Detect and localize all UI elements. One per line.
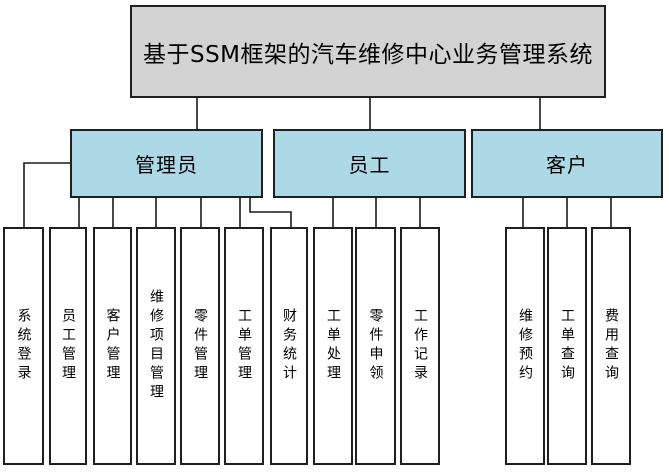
branch-box-employee: 员工 (273, 129, 466, 198)
leaf-label-repair-reservation: 维修预约 (517, 308, 533, 384)
leaf-label-parts-mgmt: 零件管理 (192, 308, 208, 384)
leaf-box-workorder-processing: 工单处理 (313, 227, 353, 465)
leaf-label-employee-mgmt: 员工管理 (60, 308, 76, 384)
diagram-title-box: 基于SSM框架的汽车维修中心业务管理系统 (130, 5, 606, 98)
leaf-label-workorder-query: 工单查询 (559, 308, 575, 384)
leaf-box-work-record: 工作记录 (400, 227, 440, 465)
leaf-label-customer-mgmt: 客户管理 (104, 308, 121, 384)
leaf-label-repair-project-mgmt: 维修项目管理 (148, 289, 164, 403)
leaf-box-employee-mgmt: 员工管理 (49, 227, 87, 465)
diagram-title: 基于SSM框架的汽车维修中心业务管理系统 (142, 41, 594, 68)
leaf-box-repair-project-mgmt: 维修项目管理 (136, 227, 176, 465)
branch-label-customer: 客户 (546, 153, 588, 177)
leaf-label-work-record: 工作记录 (412, 308, 428, 384)
leaf-box-system-login: 系统登录 (3, 227, 44, 465)
leaf-box-fee-query: 费用查询 (591, 227, 631, 465)
leaf-box-workorder-mgmt: 工单管理 (224, 227, 264, 465)
branch-box-admin: 管理员 (70, 129, 263, 198)
leaf-box-customer-mgmt: 客户管理 (93, 227, 132, 465)
leaf-box-repair-reservation: 维修预约 (505, 227, 545, 465)
branch-box-customer: 客户 (471, 129, 663, 198)
leaf-label-fee-query: 费用查询 (603, 308, 619, 384)
leaf-label-workorder-processing: 工单处理 (325, 308, 341, 384)
leaf-box-workorder-query: 工单查询 (547, 227, 587, 465)
leaf-label-workorder-mgmt: 工单管理 (236, 308, 252, 384)
leaf-box-parts-mgmt: 零件管理 (180, 227, 220, 465)
leaf-box-parts-requisition: 零件申领 (355, 227, 396, 465)
leaf-label-parts-requisition: 零件申领 (367, 308, 384, 384)
leaf-label-finance-stats: 财务统计 (281, 308, 297, 384)
leaf-box-finance-stats: 财务统计 (270, 227, 308, 465)
leaf-label-system-login: 系统登录 (15, 308, 32, 384)
branch-label-employee: 员工 (348, 153, 391, 177)
branch-label-admin: 管理员 (135, 153, 198, 177)
